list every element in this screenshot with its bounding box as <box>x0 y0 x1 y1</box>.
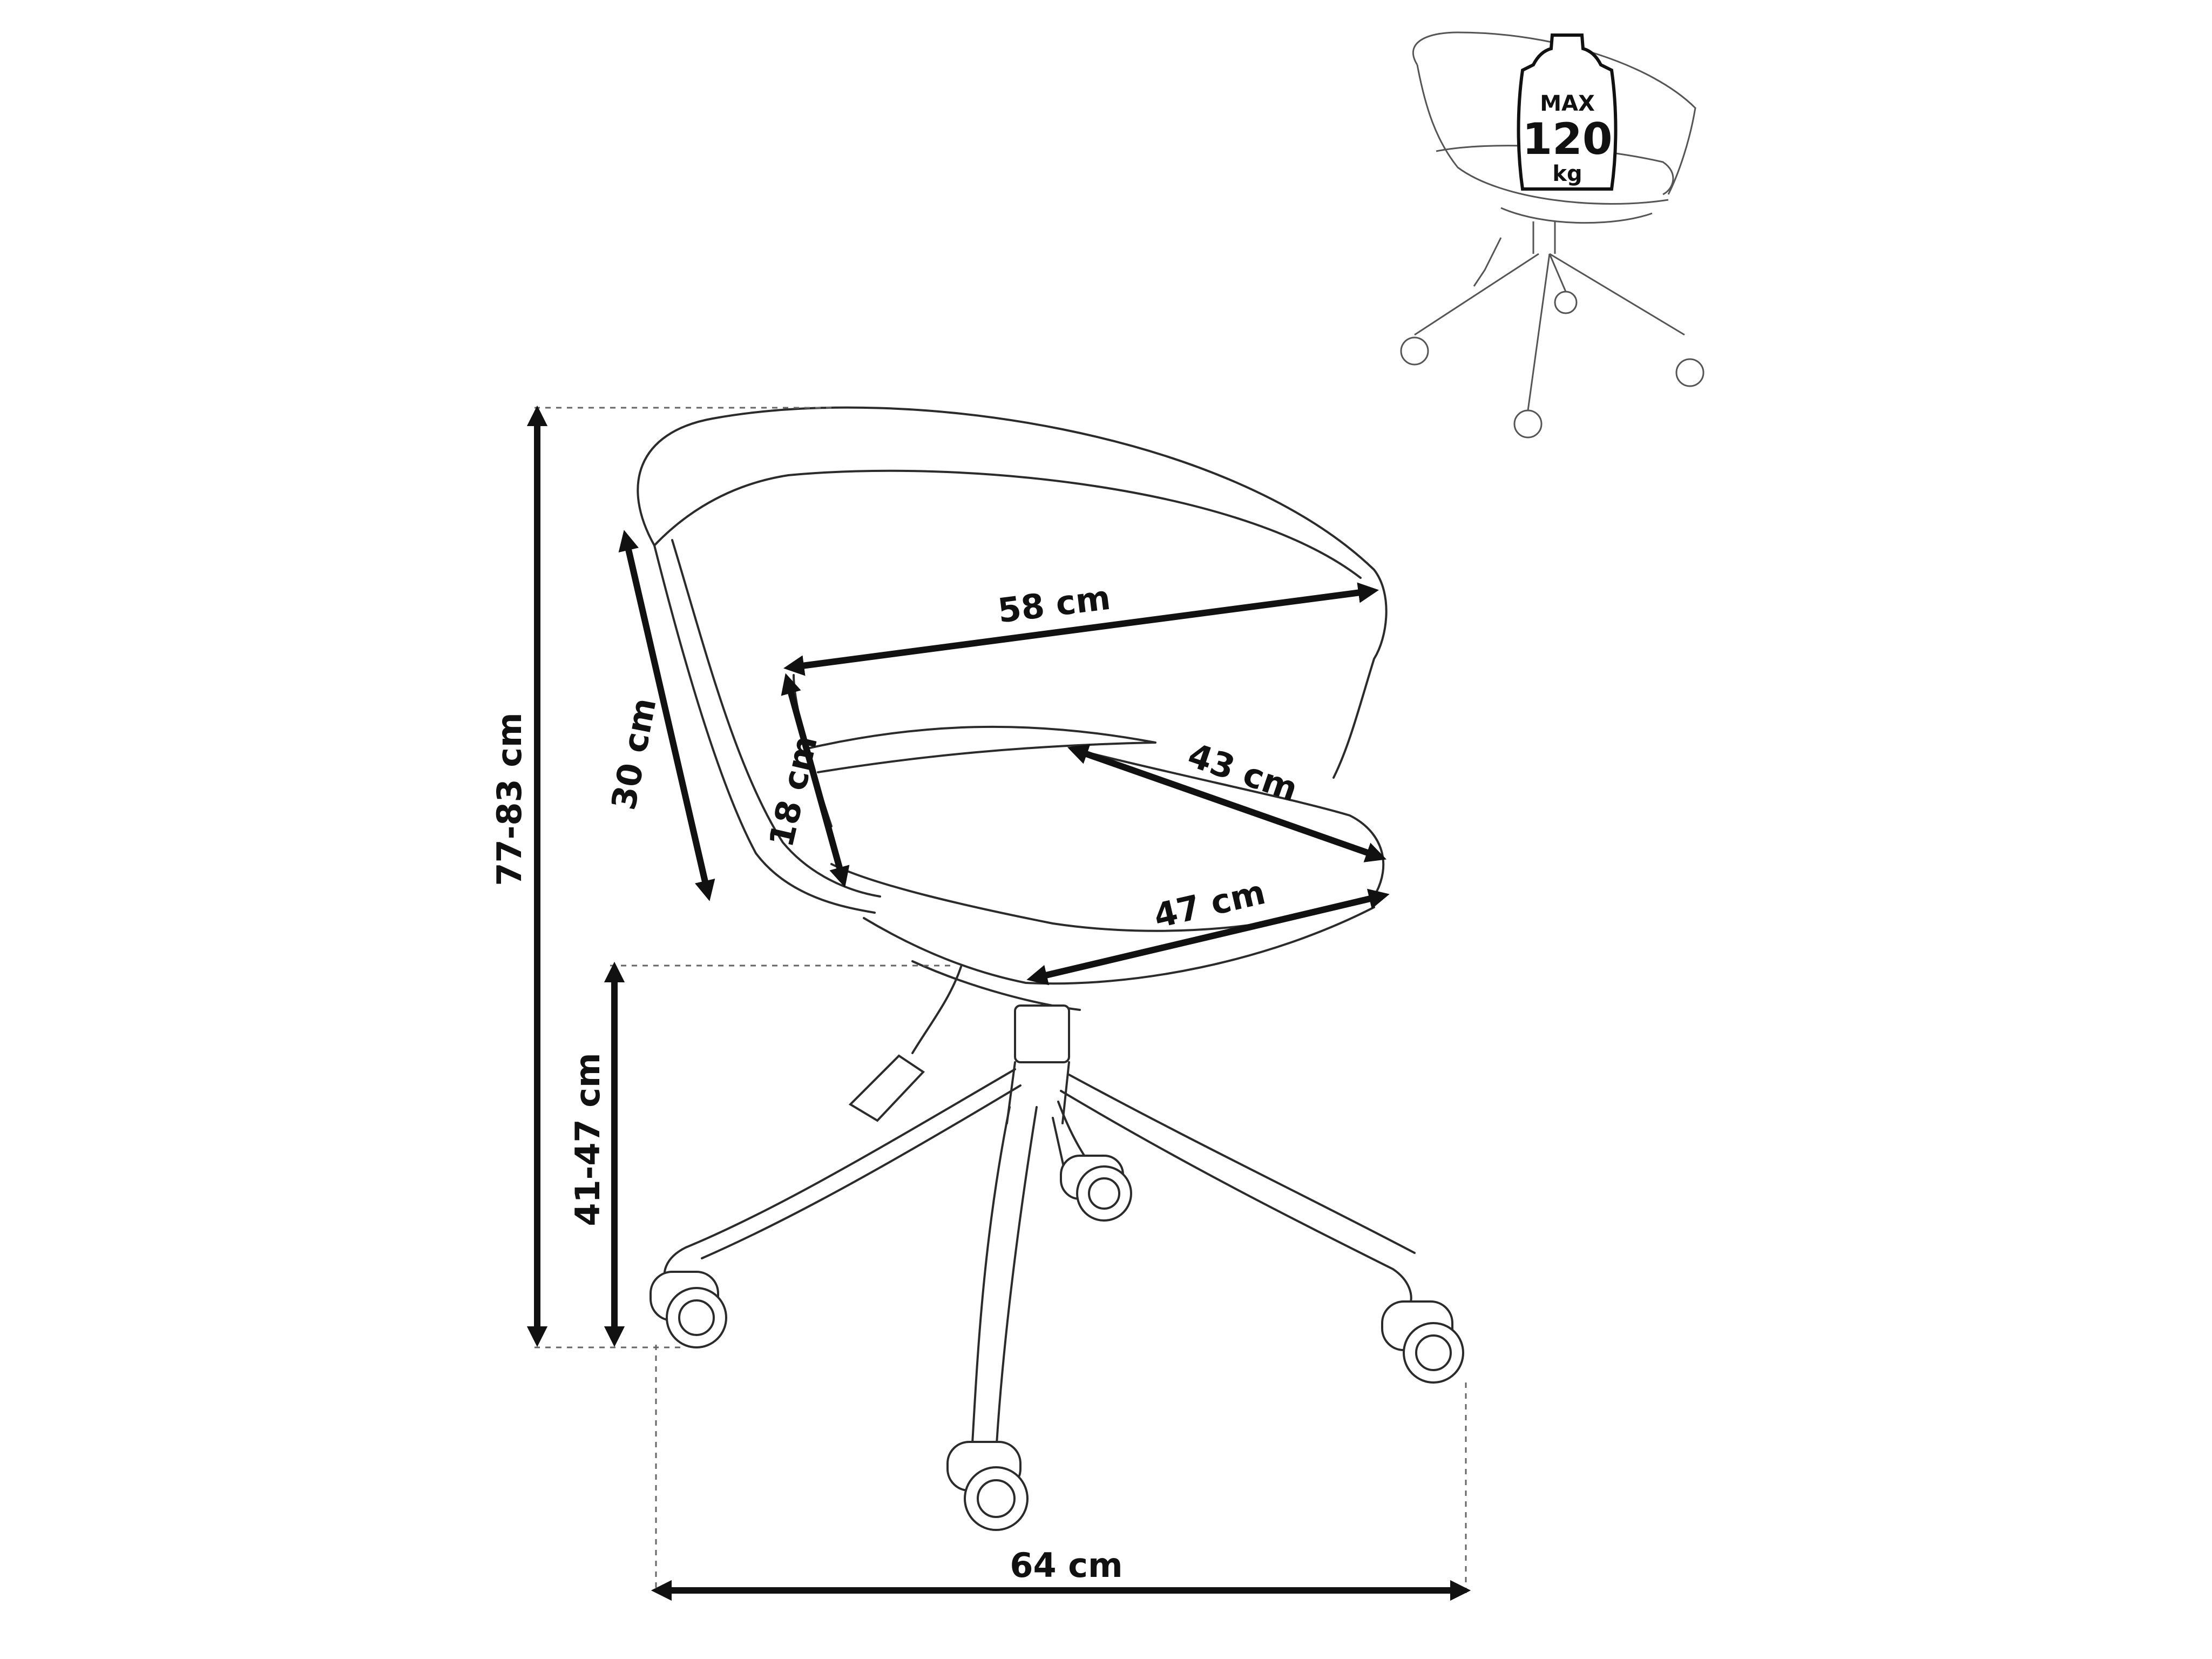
chair-stem <box>1006 1061 1070 1124</box>
label-back-height: 30 cm <box>604 694 664 813</box>
chair-drawing <box>637 406 1464 1531</box>
max-load-thumbnail: MAX 120 kg <box>1400 31 1704 439</box>
arrow-back-height <box>618 530 715 901</box>
arrow-seat-width <box>1026 888 1390 986</box>
label-base-width: 64 cm <box>1010 1546 1122 1585</box>
chair-shell-inner-rim <box>653 469 1362 579</box>
office-chair-icon <box>1400 31 1704 439</box>
chair-seat-base <box>911 960 1081 1011</box>
arrow-shell-width <box>783 582 1379 676</box>
arrow-inner-back-height <box>781 673 850 888</box>
dimension-arrows <box>526 405 1471 1601</box>
chair-lever-arm <box>911 966 962 1054</box>
label-shell-width: 58 cm <box>996 578 1113 631</box>
caster-left <box>650 1271 727 1348</box>
chair-back-slot <box>809 725 1156 773</box>
max-load-label: MAX <box>1540 91 1595 116</box>
max-load-unit: kg <box>1552 161 1582 186</box>
label-seat-depth: 43 cm <box>1183 735 1303 809</box>
caster-right <box>1381 1300 1464 1384</box>
chair-leg-front <box>971 1106 1038 1454</box>
caster-front <box>946 1441 1029 1531</box>
chair-lever-handle <box>848 1054 925 1122</box>
chair-gas-cylinder <box>1014 1004 1070 1063</box>
weight-icon: MAX 120 kg <box>1517 33 1618 191</box>
guide-lines <box>535 407 1467 1593</box>
arrow-seat-depth <box>1067 744 1387 862</box>
chair-shell-left <box>653 544 876 914</box>
chair-leg-left <box>663 1068 1022 1286</box>
label-seat-height: 41-47 cm <box>568 1053 607 1226</box>
caster-back <box>1060 1155 1132 1222</box>
label-total-height: 77-83 cm <box>490 712 529 886</box>
max-load-value: 120 <box>1523 114 1613 164</box>
chair-leg-right <box>1060 1074 1416 1308</box>
